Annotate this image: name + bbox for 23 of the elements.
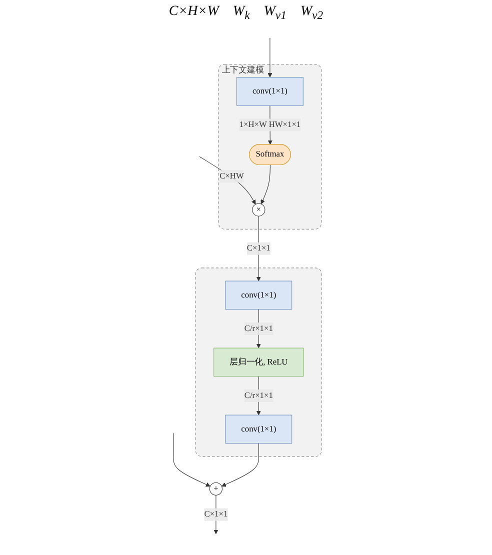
arrow [256, 216, 262, 282]
arrow [261, 164, 271, 204]
node-box: conv(1×1) [236, 76, 304, 106]
arrow [200, 156, 256, 204]
arrow [268, 38, 273, 78]
node-circle: + [210, 482, 223, 496]
edge-label: C×1×1 [247, 244, 271, 253]
edge-label: 1×H×W HW×1×1 [240, 120, 302, 129]
edge-label: C/r×1×1 [244, 324, 274, 333]
dimension-label: W$_{v1}$ [264, 4, 286, 22]
node-box: conv(1×1) [226, 414, 293, 444]
edge-label: C×HW [220, 172, 244, 180]
dimension-label: W$_{k}$ [232, 4, 250, 22]
arrow [173, 432, 211, 486]
node-box: 层归一化, ReLU [214, 348, 304, 376]
node-box: conv(1×1) [226, 280, 293, 310]
cluster [196, 267, 322, 456]
arrow [222, 442, 260, 486]
node-circle: × [252, 203, 266, 216]
dimension-label: W$_{v2}$ [300, 4, 324, 22]
edge-label: C×1×1 [204, 510, 228, 519]
dimension-label: C×H×W [168, 4, 219, 21]
edge-label: C/r×1×1 [244, 390, 274, 400]
